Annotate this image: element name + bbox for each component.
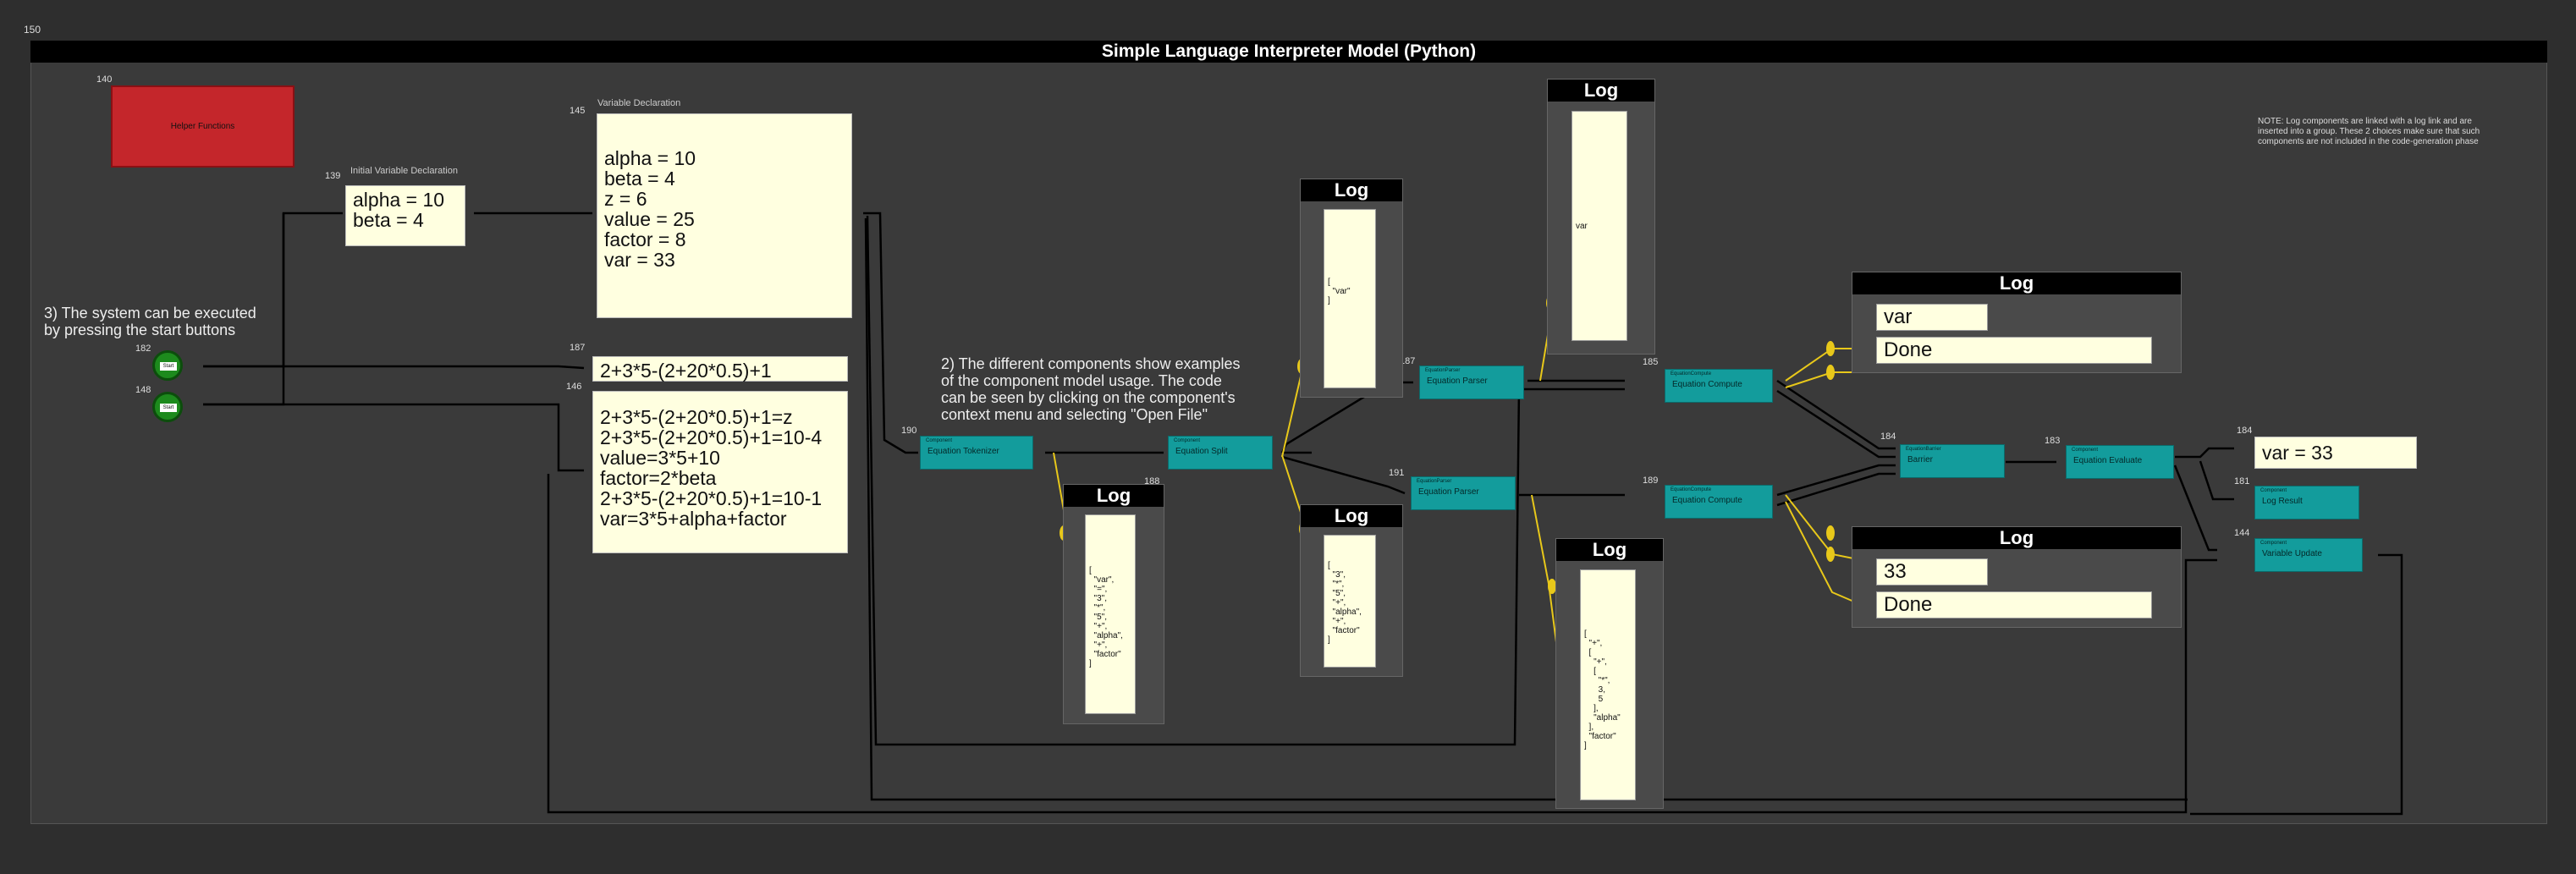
start1-id: 182 — [135, 344, 151, 354]
log-parse-left[interactable]: Log var — [1547, 79, 1655, 355]
note-start: 3) The system can be executed by pressin… — [44, 305, 256, 338]
log-header: Log — [1548, 80, 1654, 102]
start-button[interactable]: Start — [152, 350, 183, 381]
result-id: 184 — [2237, 426, 2253, 436]
eq-line-id: 187 — [570, 343, 586, 353]
log-split-left-content: [ "var" ] — [1324, 209, 1376, 388]
note-log: NOTE: Log components are linked with a l… — [2258, 117, 2480, 146]
var-decl-box[interactable]: alpha = 10 beta = 4 z = 6 value = 25 fac… — [597, 113, 852, 318]
initial-decl-box[interactable]: alpha = 10 beta = 4 — [345, 185, 465, 246]
log-compute-2[interactable]: Log 33 Done — [1852, 526, 2182, 628]
log-compute-1[interactable]: Log var Done — [1852, 272, 2182, 373]
log-compute-2-b: Done — [1876, 591, 2152, 618]
canvas[interactable] — [30, 41, 2547, 824]
parser1-id: 187 — [1400, 356, 1416, 366]
diagram-title: Simple Language Interpreter Model (Pytho… — [30, 41, 2547, 63]
log-header: Log — [1301, 505, 1402, 527]
eq-block-id: 146 — [566, 382, 582, 392]
log-parse-right-content: [ "+", [ "+", [ "*", 3, 5 ], "alpha" ], … — [1580, 569, 1636, 800]
evaluate-id: 183 — [2045, 436, 2061, 446]
initial-decl-caption: Initial Variable Declaration — [350, 166, 458, 176]
log-header: Log — [1852, 527, 2181, 549]
log-header: Log — [1301, 179, 1402, 201]
log-split-left[interactable]: Log [ "var" ] — [1300, 179, 1403, 398]
log-header: Log — [1556, 539, 1663, 561]
compute2-id: 189 — [1643, 475, 1659, 486]
log-split-right-content: [ "3", "*", "5", "+", "alpha", "+", "fac… — [1324, 535, 1376, 668]
log-parse-right[interactable]: Log [ "+", [ "+", [ "*", 3, 5 ], "alpha"… — [1555, 538, 1664, 809]
start-button-2[interactable]: Start — [152, 392, 183, 422]
log-compute-1-b: Done — [1876, 337, 2152, 364]
log-header: Log — [1064, 485, 1164, 507]
log-header: Log — [1852, 272, 2181, 294]
parser2-id: 191 — [1389, 468, 1405, 478]
result-box[interactable]: var = 33 — [2254, 437, 2417, 469]
tokenizer-id: 190 — [901, 426, 917, 436]
equation-block-box[interactable]: 2+3*5-(2+20*0.5)+1=z 2+3*5-(2+20*0.5)+1=… — [592, 391, 848, 553]
log-tokens[interactable]: Log [ "var", "=", "3", "*", "5", "+", "a… — [1063, 484, 1164, 724]
log-compute-1-a: var — [1876, 304, 1988, 331]
helper-id: 140 — [96, 74, 113, 85]
start2-id: 148 — [135, 385, 151, 395]
equation-line-box[interactable]: 2+3*5-(2+20*0.5)+1 — [592, 356, 848, 382]
initial-decl-id: 139 — [325, 171, 341, 181]
var-decl-caption: Variable Declaration — [597, 98, 681, 108]
var-update-id: 144 — [2234, 528, 2250, 538]
note-components: 2) The different components show example… — [941, 355, 1241, 423]
var-decl-id: 145 — [570, 106, 586, 116]
compute1-id: 185 — [1643, 357, 1659, 367]
helper-functions-group[interactable]: Helper Functions — [111, 85, 294, 168]
page-id: 150 — [24, 24, 41, 36]
barrier-id: 184 — [1880, 432, 1896, 442]
log-compute-2-a: 33 — [1876, 558, 1988, 585]
log-tokens-content: [ "var", "=", "3", "*", "5", "+", "alpha… — [1085, 514, 1136, 714]
log-split-right[interactable]: Log [ "3", "*", "5", "+", "alpha", "+", … — [1300, 504, 1403, 677]
log-result-id: 181 — [2234, 476, 2250, 486]
log-parse-left-content: var — [1571, 111, 1627, 341]
